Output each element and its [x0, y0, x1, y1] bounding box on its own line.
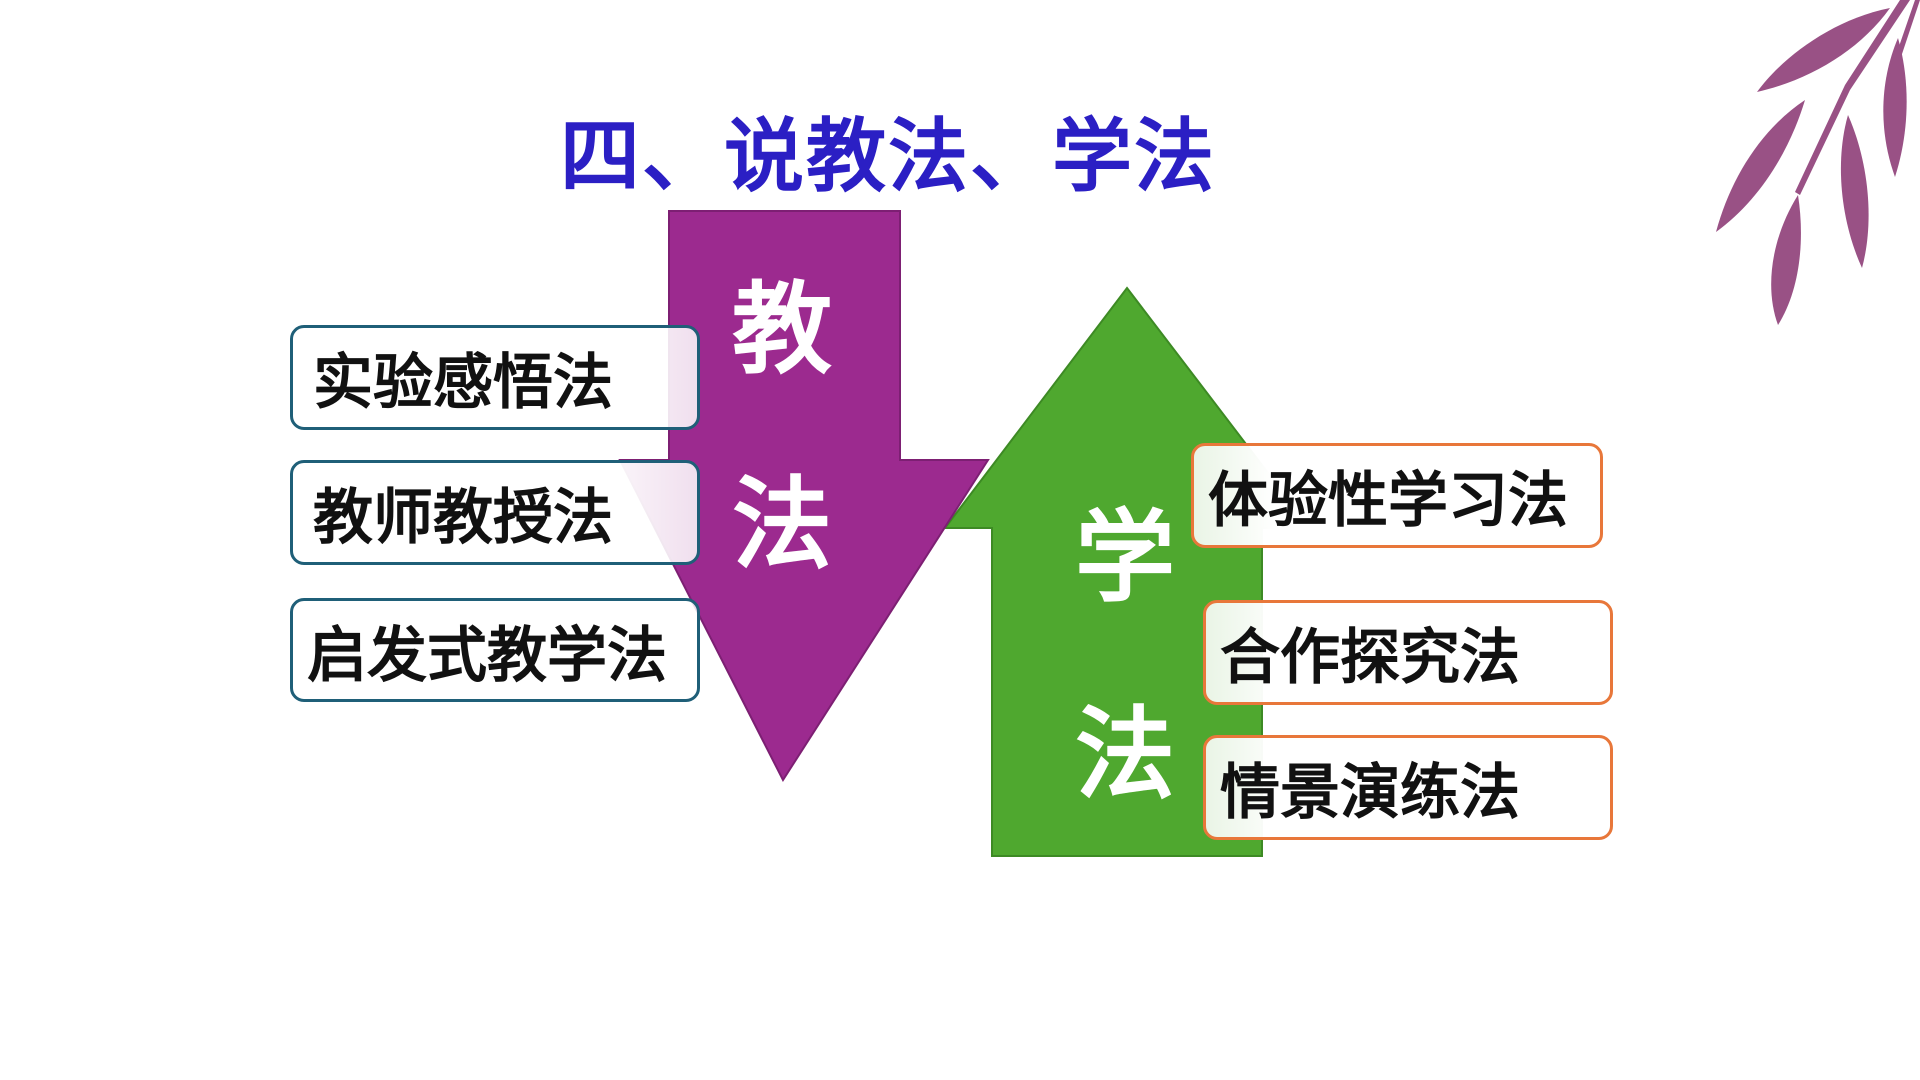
teaching-method-item: 启发式教学法	[290, 598, 700, 702]
teaching-label-1: 教	[732, 271, 832, 388]
teaching-method-item: 教师教授法	[290, 460, 700, 565]
learning-label-1: 学	[1075, 499, 1175, 616]
page-title: 四、说教法、学法	[560, 110, 1216, 203]
leaf-branch-icon	[1716, 0, 1920, 325]
teaching-method-item: 实验感悟法	[290, 325, 700, 430]
learning-method-item: 情景演练法	[1203, 735, 1613, 840]
learning-label-2: 法	[1075, 696, 1175, 813]
learning-method-item: 合作探究法	[1203, 600, 1613, 705]
learning-method-item: 体验性学习法	[1191, 443, 1603, 548]
teaching-label-2: 法	[732, 466, 832, 583]
